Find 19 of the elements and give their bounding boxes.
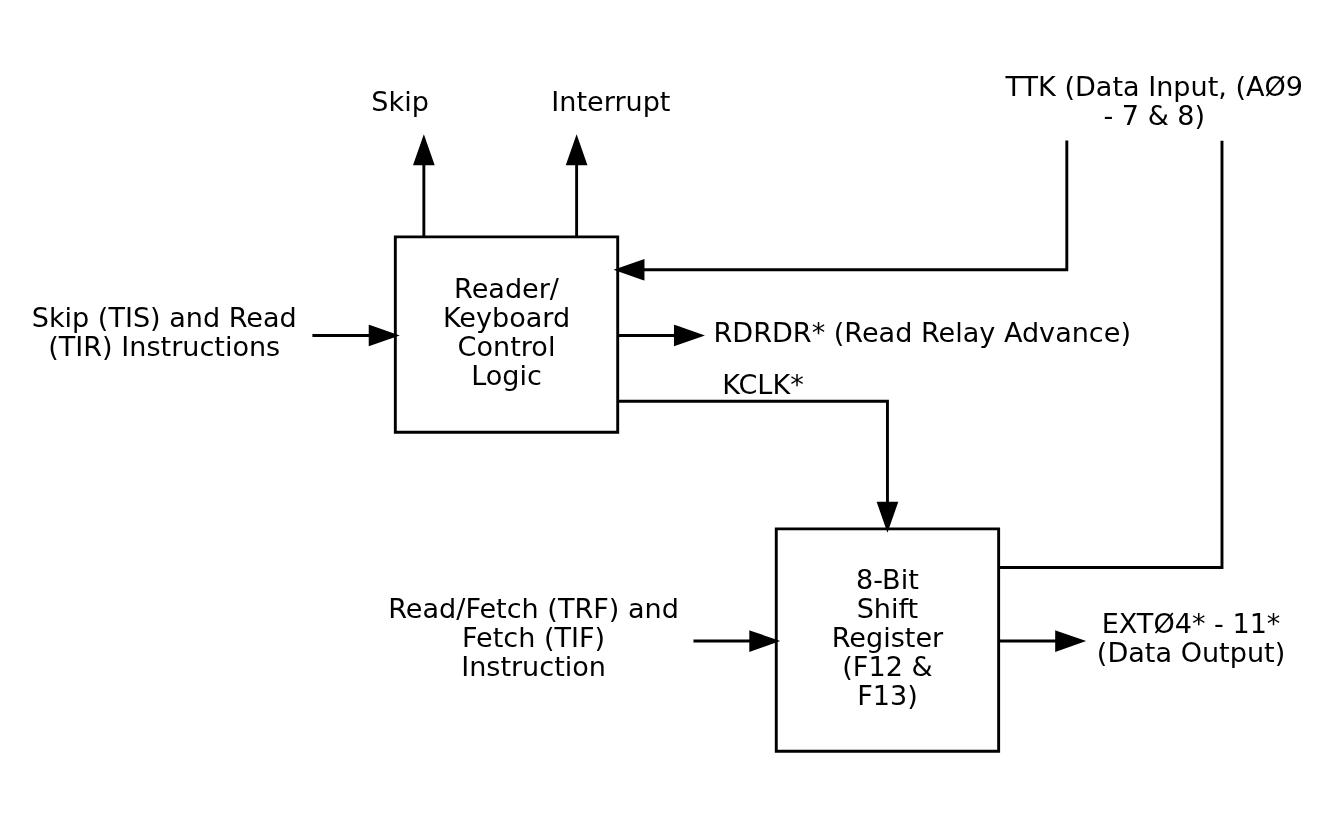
arrow: [693, 629, 781, 652]
node-text: EXTØ4* - 11* (Data Output): [1096, 607, 1286, 668]
node-text: Read/Fetch (TRF) and Fetch (TIF) Instruction: [388, 592, 679, 682]
node-text: Interrupt: [551, 85, 671, 117]
node-text: TTK (Data Input, (AØ9 - 7 & 8): [1005, 70, 1304, 131]
arrow: [617, 324, 705, 346]
arrow: [617, 399, 899, 533]
arrow: [565, 133, 588, 237]
node-text: RDRDR* (Read Relay Advance): [713, 316, 1131, 348]
node-text: Skip (TIS) and Read (TIR) Instructions: [31, 301, 297, 362]
edge-label: KCLK*: [722, 368, 804, 400]
node-box: Reader/ Keyboard Control Logic: [393, 234, 620, 434]
node-text: Skip: [371, 85, 429, 117]
connector: [998, 140, 1224, 569]
arrow: [998, 629, 1087, 652]
arrow: [413, 133, 435, 237]
node-box: 8-Bit Shift Register (F12 & F13): [774, 526, 1001, 753]
arrow: [312, 324, 400, 346]
arrow: [613, 139, 1069, 281]
